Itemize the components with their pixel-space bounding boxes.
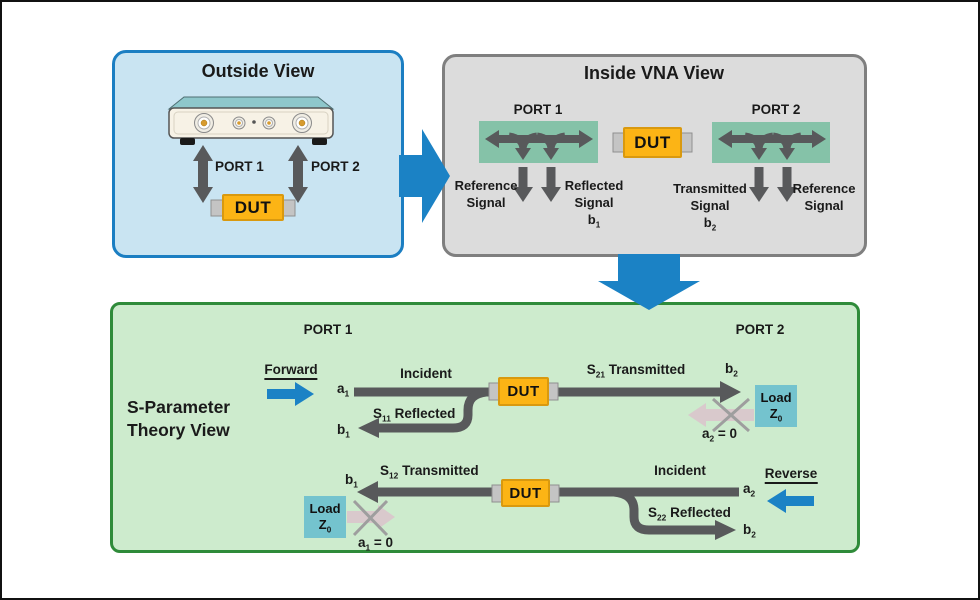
label-line: Signal bbox=[574, 194, 614, 210]
z0-variable: Z0 bbox=[769, 406, 783, 424]
dut-box-forward: DUT bbox=[498, 377, 549, 406]
outside-port1-label: PORT 1 bbox=[215, 159, 264, 174]
b1-variable: b1 bbox=[587, 211, 601, 230]
a2-zero-label: a2 = 0 bbox=[702, 426, 738, 444]
theory-view-title: S-Parameter Theory View bbox=[127, 396, 230, 442]
transmitted-signal-label: Transmitted Signal b2 bbox=[673, 181, 747, 232]
inside-port2-label: PORT 2 bbox=[751, 102, 801, 117]
label-line: Reflected bbox=[564, 178, 624, 193]
outside-port2-label: PORT 2 bbox=[311, 159, 360, 174]
label-line: Reference bbox=[454, 178, 518, 193]
dut-box-outside: DUT bbox=[222, 194, 284, 221]
outside-view-title: Outside View bbox=[201, 61, 315, 81]
label-line: Signal bbox=[466, 194, 506, 210]
dut-box-reverse: DUT bbox=[501, 479, 550, 507]
b1-forward-variable: b1 bbox=[337, 422, 350, 440]
label-line: Signal bbox=[804, 197, 844, 213]
b1-reverse-variable: b1 bbox=[345, 472, 358, 490]
a2-reverse-variable: a2 bbox=[743, 481, 756, 499]
s21-transmitted-label: S21 Transmitted bbox=[586, 362, 686, 380]
load-z0-forward: Load Z0 bbox=[755, 385, 797, 427]
b2-variable: b2 bbox=[703, 214, 717, 233]
outside-view-panel bbox=[112, 50, 404, 258]
label-line: Transmitted bbox=[673, 181, 747, 196]
reference-signal-right-label: Reference Signal bbox=[793, 181, 856, 215]
a1-zero-label: a1 = 0 bbox=[358, 535, 394, 553]
load-label: Load bbox=[760, 390, 792, 406]
label-line: Signal bbox=[690, 197, 730, 213]
s11-reflected-label: S11 Reflected bbox=[373, 406, 456, 424]
reflected-signal-label: Reflected Signal b1 bbox=[565, 178, 624, 229]
title-line: S-Parameter bbox=[127, 397, 231, 417]
title-line: Theory View bbox=[127, 419, 230, 440]
incident-reverse-label: Incident bbox=[654, 463, 706, 478]
b2-reverse-variable: b2 bbox=[743, 522, 756, 540]
inside-vna-view-title: Inside VNA View bbox=[583, 63, 725, 83]
z0-variable: Z0 bbox=[318, 517, 332, 535]
a1-variable: a1 bbox=[337, 381, 350, 399]
reference-signal-left-label: Reference Signal bbox=[455, 178, 518, 212]
load-label: Load bbox=[309, 501, 341, 517]
s12-transmitted-label: S12 Transmitted bbox=[380, 463, 479, 481]
load-z0-reverse: Load Z0 bbox=[304, 496, 346, 538]
theory-port2-label: PORT 2 bbox=[735, 322, 785, 337]
label-line: Reference bbox=[792, 181, 856, 196]
s22-reflected-label: S22 Reflected bbox=[648, 505, 731, 523]
incident-forward-label: Incident bbox=[400, 366, 452, 381]
dut-box-inside: DUT bbox=[623, 127, 682, 158]
theory-port1-label: PORT 1 bbox=[303, 322, 353, 337]
b2-forward-variable: b2 bbox=[725, 361, 738, 379]
forward-label: Forward bbox=[264, 362, 318, 380]
reverse-label: Reverse bbox=[764, 466, 818, 484]
inside-port1-label: PORT 1 bbox=[513, 102, 563, 117]
